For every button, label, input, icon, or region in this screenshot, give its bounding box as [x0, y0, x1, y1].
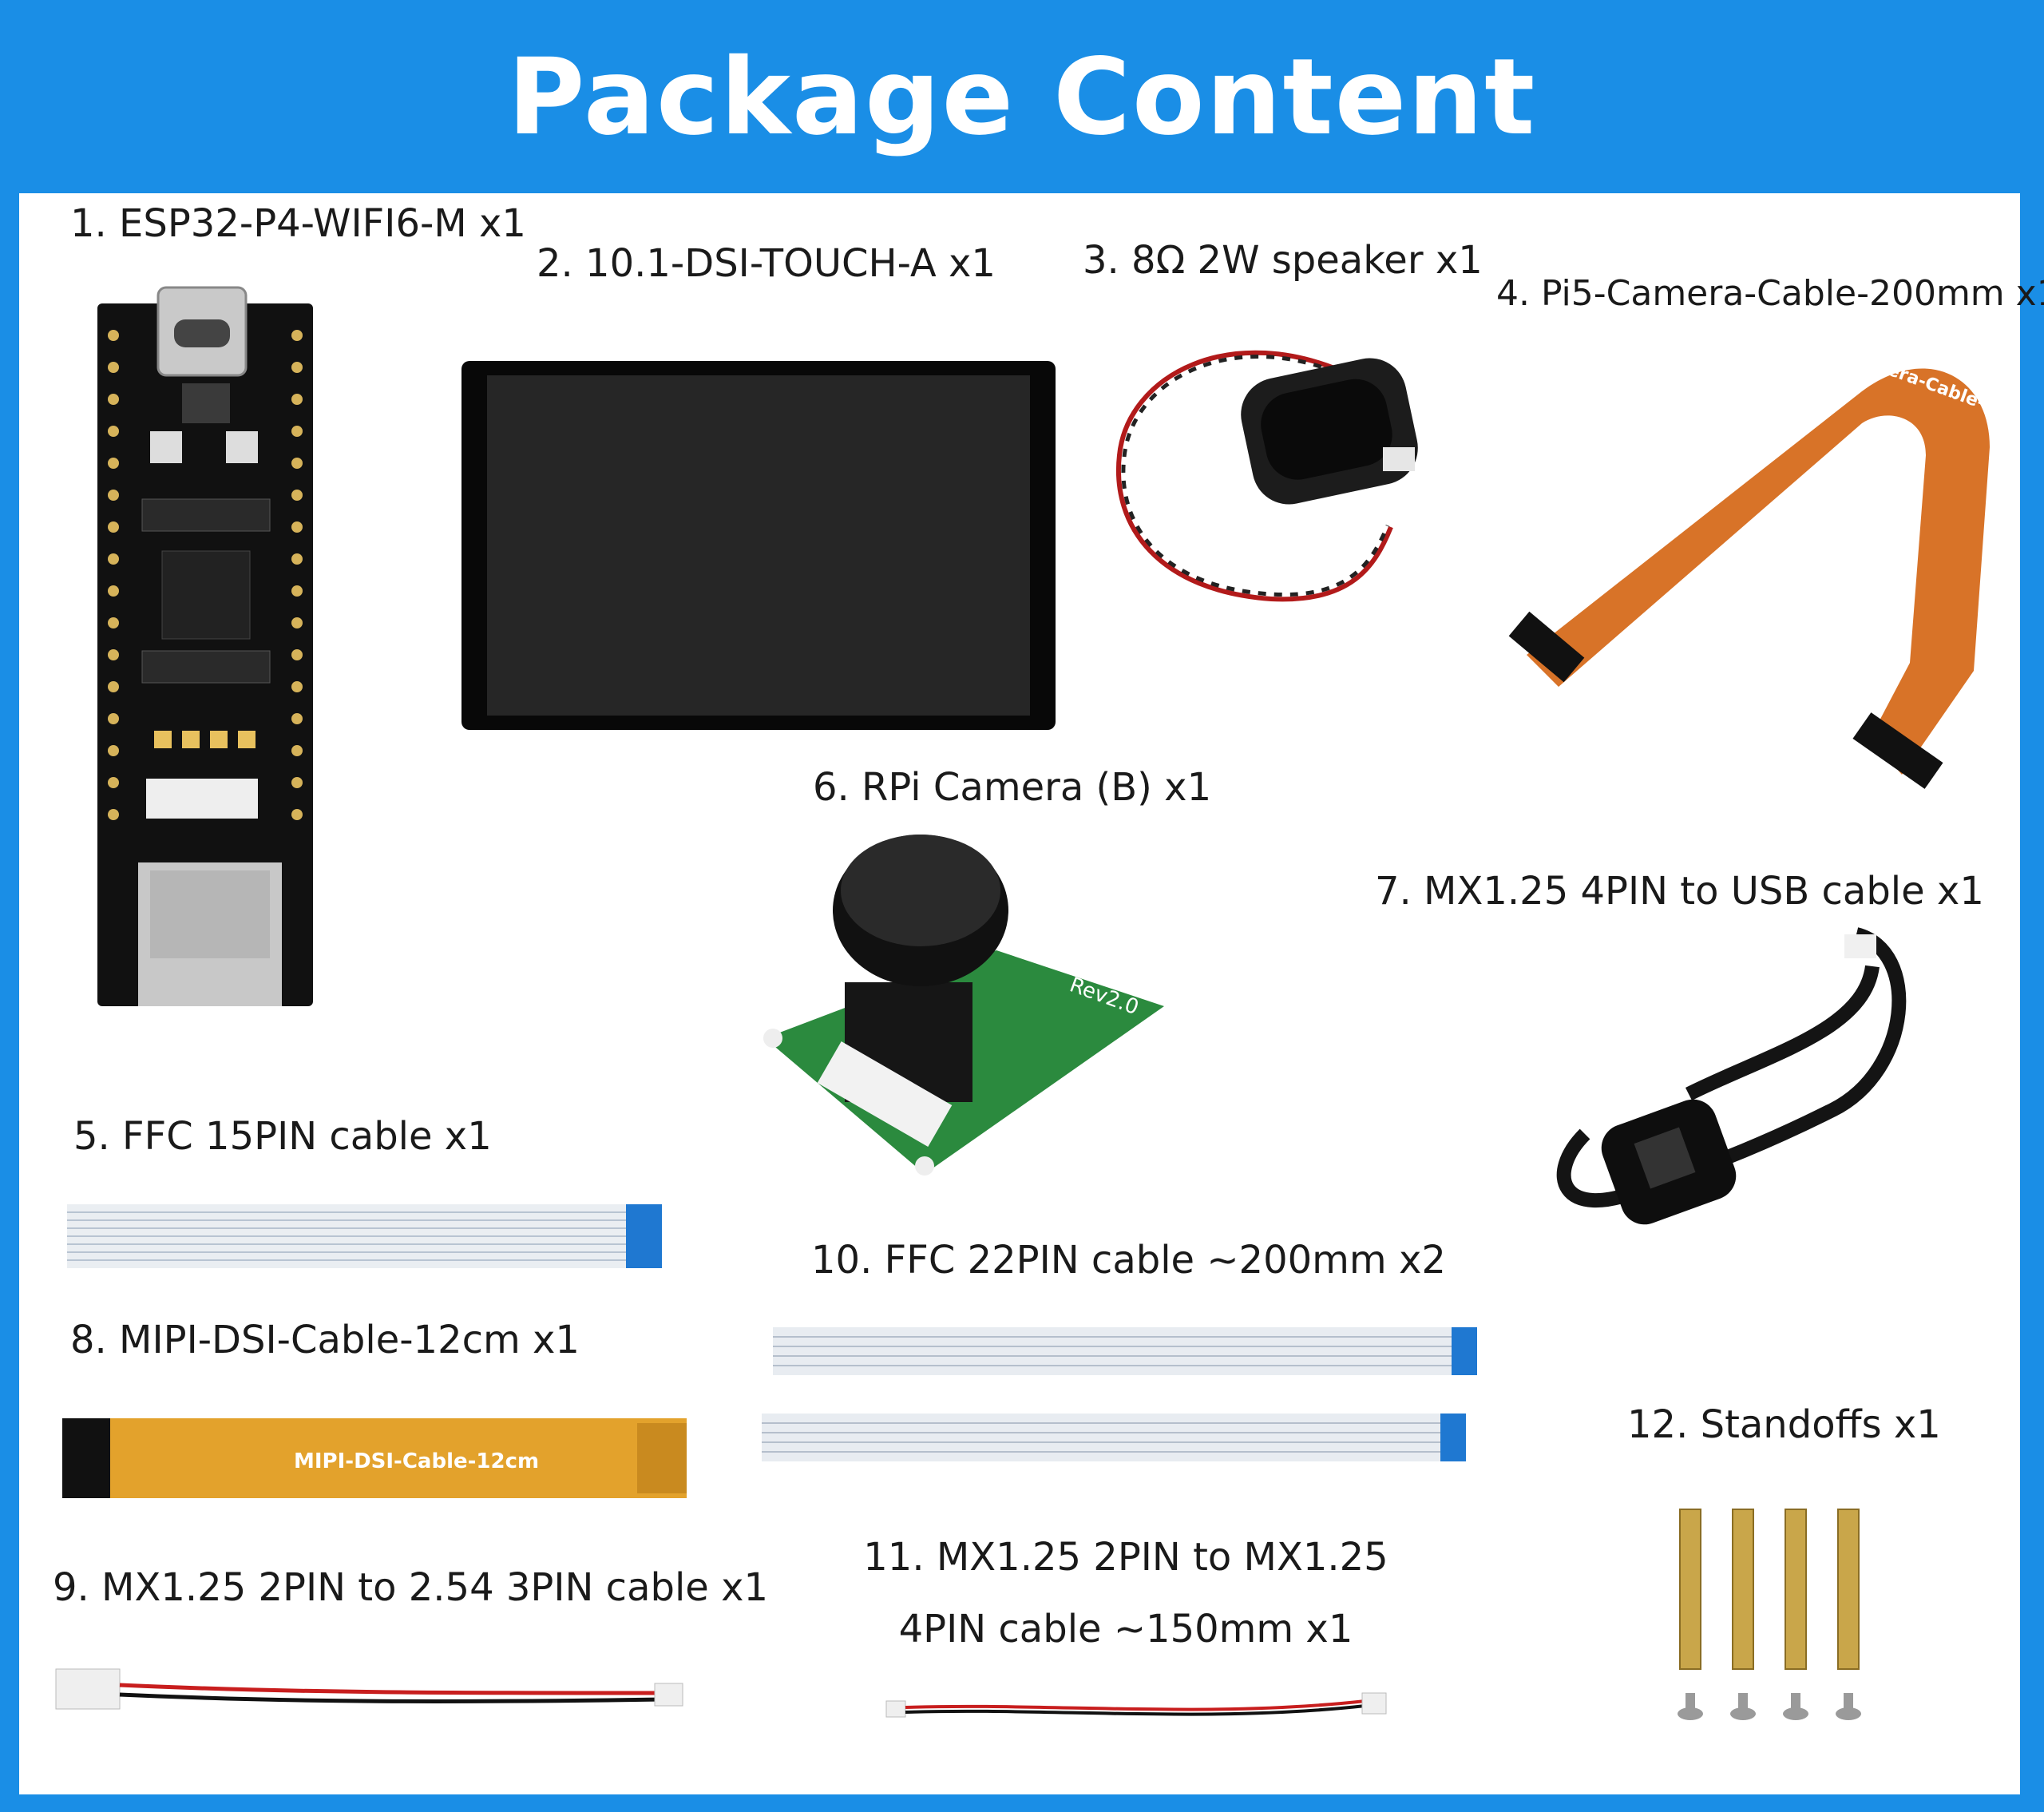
item-label-dsi-cable: 8. MIPI-DSI-Cable-12cm x1 — [70, 1318, 580, 1362]
item-label-esp32: 1. ESP32-P4-WIFI6-M x1 — [70, 201, 526, 246]
ffc22-cable-image-1 — [773, 1327, 1477, 1375]
item-label-2pin-4pin-line1: 11. MX1.25 2PIN to MX1.25 — [863, 1535, 1388, 1580]
speaker-image — [1116, 350, 1418, 602]
item-label-display: 2. 10.1-DSI-TOUCH-A x1 — [537, 241, 996, 286]
item-label-standoffs: 12. Standoffs x1 — [1627, 1402, 1941, 1447]
item-label-2pin-4pin-line2: 4PIN cable ~150mm x1 — [898, 1607, 1353, 1651]
pi5-camera-cable-image: Camera-Cable-2 — [1508, 345, 1999, 789]
item-label-2pin-3pin: 9. MX1.25 2PIN to 2.54 3PIN cable x1 — [53, 1565, 769, 1610]
item-label-ffc15: 5. FFC 15PIN cable x1 — [73, 1114, 492, 1159]
mipi-dsi-cable-image: MIPI-DSI-Cable-12cm — [62, 1418, 687, 1498]
standoffs-image — [1678, 1509, 1861, 1720]
item-label-speaker: 3. 8Ω 2W speaker x1 — [1083, 238, 1483, 283]
esp32-board-image — [97, 286, 313, 1006]
mipi-dsi-cable-print: MIPI-DSI-Cable-12cm — [294, 1449, 539, 1473]
2pin-3pin-cable-image — [55, 1668, 683, 1710]
item-label-usb-cable: 7. MX1.25 4PIN to USB cable x1 — [1375, 869, 1984, 914]
item-label-ffc22: 10. FFC 22PIN cable ~200mm x2 — [811, 1238, 1446, 1283]
item-label-camera-cable: 4. Pi5-Camera-Cable-200mm x1 — [1496, 273, 2044, 314]
ffc15-cable-image — [67, 1204, 662, 1268]
display-panel-image — [461, 361, 1056, 730]
2pin-4pin-cable-image — [885, 1692, 1387, 1718]
rpi-camera-image: Rev2.0 — [763, 835, 1164, 1176]
page-title: Package Content — [507, 36, 1537, 159]
item-label-rpi-camera: 6. RPi Camera (B) x1 — [813, 765, 1212, 810]
usb-cable-image — [1556, 927, 1907, 1225]
ffc22-cable-image-2 — [762, 1414, 1466, 1461]
